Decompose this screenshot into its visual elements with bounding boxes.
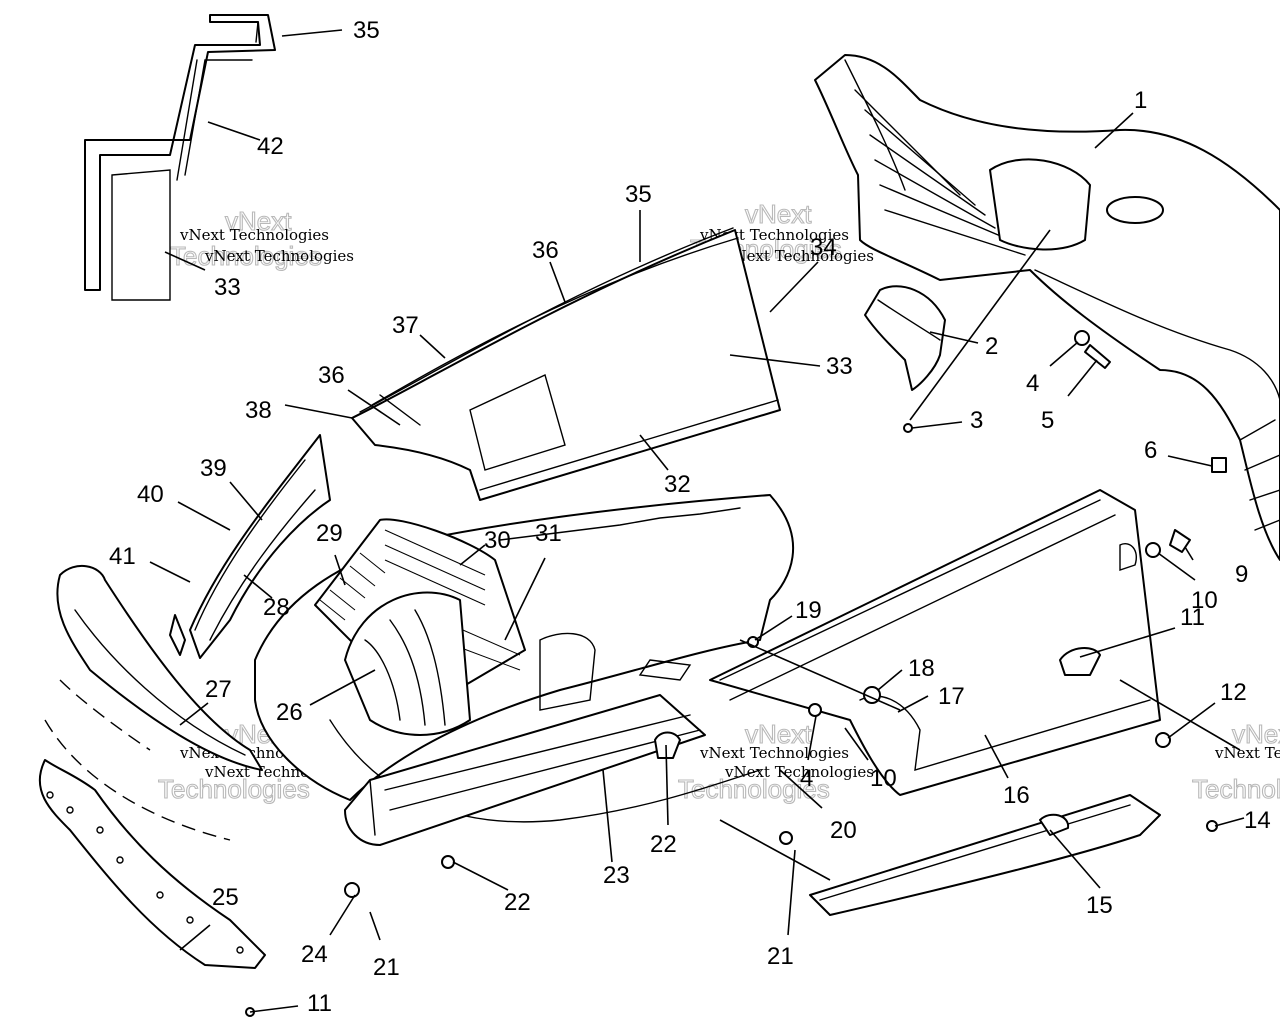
callout-23: 23	[603, 862, 630, 889]
callout-31: 31	[535, 520, 562, 547]
leader-lines	[149, 29, 1245, 1013]
side-panel-left	[344, 694, 706, 846]
watermark: vNext	[1232, 719, 1280, 749]
nut-icon	[1211, 457, 1227, 473]
callout-5: 5	[1041, 407, 1054, 434]
callout-14: 14	[1244, 807, 1271, 834]
air-box-part	[314, 518, 526, 736]
callout-30: 30	[484, 527, 511, 554]
callout-19: 19	[795, 597, 822, 624]
callout-2: 2	[985, 333, 998, 360]
watermark: vNext Technologies	[179, 226, 329, 244]
watermark: vNext Technologies	[204, 247, 354, 265]
curved-panel-part	[169, 434, 331, 659]
callout-36: 36	[318, 362, 345, 389]
callout-21: 21	[767, 943, 794, 970]
callout-24: 24	[301, 941, 328, 968]
shroud-part	[864, 285, 946, 391]
callout-21: 21	[373, 954, 400, 981]
watermark: Technologies	[158, 774, 310, 804]
watermark: vNext	[745, 719, 812, 749]
callout-10: 10	[870, 765, 897, 792]
callout-35: 35	[625, 181, 652, 208]
callout-41: 41	[109, 543, 136, 570]
bolt-icon	[1169, 529, 1191, 553]
watermark: vNext	[225, 206, 292, 236]
callout-37: 37	[392, 312, 419, 339]
callout-3: 3	[970, 407, 983, 434]
callout-11: 11	[307, 990, 332, 1017]
callout-22: 22	[504, 889, 531, 916]
callout-38: 38	[245, 397, 272, 424]
callout-16: 16	[1003, 782, 1030, 809]
spacer-icon	[1155, 732, 1171, 748]
bumper-part	[44, 565, 263, 841]
callout-4: 4	[800, 765, 813, 792]
washer-icon	[1074, 330, 1090, 346]
watermark: vNext Technologies	[699, 744, 849, 762]
rivet-icon	[779, 831, 793, 845]
callout-29: 29	[316, 520, 343, 547]
callout-27: 27	[205, 676, 232, 703]
hardware-group	[245, 330, 1227, 1017]
callout-26: 26	[276, 699, 303, 726]
callout-4: 4	[1026, 370, 1039, 397]
callout-39: 39	[200, 455, 227, 482]
callout-33: 33	[826, 353, 853, 380]
skid-part	[809, 794, 1161, 916]
side-trim-part	[84, 14, 276, 301]
hood-part	[814, 54, 1280, 561]
screw-icon	[903, 423, 913, 433]
callout-20: 20	[830, 817, 857, 844]
callout-1: 1	[1134, 87, 1147, 114]
plug-icon	[344, 882, 360, 898]
callout-6: 6	[1144, 437, 1157, 464]
watermark: Technologies	[1192, 774, 1280, 804]
callout-40: 40	[137, 481, 164, 508]
callout-labels: 1 2 3 4 5 6 9 10 11 12 14 15 16 17 18 19…	[109, 17, 1271, 1017]
callout-36: 36	[532, 237, 559, 264]
callout-10: 10	[1191, 587, 1218, 614]
lower-bumper-part	[38, 759, 266, 969]
callout-25: 25	[212, 884, 239, 911]
callout-32: 32	[664, 471, 691, 498]
callout-9: 9	[1235, 561, 1248, 588]
bolt-icon	[1084, 344, 1111, 369]
side-panel-right	[709, 489, 1161, 796]
callout-34: 34	[810, 234, 837, 261]
callout-11: 11	[1180, 604, 1205, 631]
windshield-part	[351, 227, 781, 501]
washer-icon	[1145, 542, 1161, 558]
grommet-icon	[441, 855, 455, 869]
callout-15: 15	[1086, 892, 1113, 919]
callout-28: 28	[263, 594, 290, 621]
watermark: vNext Technologies	[724, 763, 874, 781]
callout-17: 17	[938, 683, 965, 710]
callout-42: 42	[257, 133, 284, 160]
washer-icon	[808, 703, 822, 717]
watermark: Technologies	[170, 241, 322, 271]
callout-33: 33	[214, 274, 241, 301]
callout-22: 22	[650, 831, 677, 858]
watermark: vNext Technologies	[724, 247, 874, 265]
callout-35: 35	[353, 17, 380, 44]
watermark: vNext Technologies	[1214, 744, 1280, 762]
watermark: vNext	[745, 199, 812, 229]
callout-18: 18	[908, 655, 935, 682]
callout-12: 12	[1220, 679, 1247, 706]
